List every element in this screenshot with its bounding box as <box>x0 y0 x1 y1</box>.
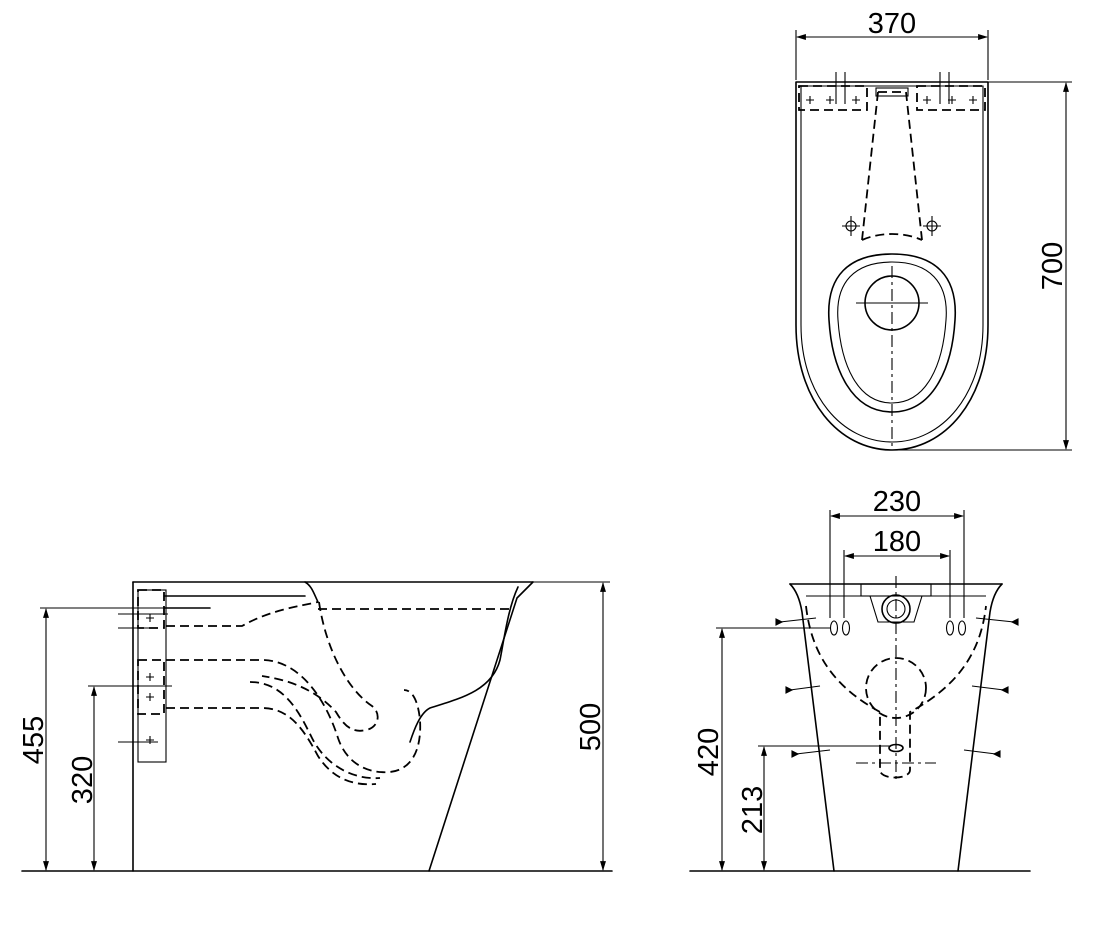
side-front-profile <box>428 581 534 872</box>
dim-230-label: 230 <box>873 486 921 518</box>
front-fixing-holes <box>829 620 967 636</box>
flush-channel <box>861 91 923 241</box>
dim-500-label: 500 <box>575 703 607 751</box>
side-bracket-plate <box>137 589 167 763</box>
flush-dashed <box>166 601 319 627</box>
dim-370-label: 370 <box>868 8 916 40</box>
side-bracket-bottom <box>137 659 165 715</box>
side-bracket-top <box>137 589 165 629</box>
front-drain-slot <box>888 743 904 753</box>
flush-inlet <box>875 87 909 97</box>
fixing-hole-right <box>923 216 941 236</box>
dim-213-label: 213 <box>737 786 769 834</box>
front-inlet-fitting <box>860 583 932 624</box>
bowl-dashed-inner <box>261 601 379 732</box>
trap-outer <box>166 659 422 774</box>
bowl-inner <box>837 261 947 404</box>
front-bowl-dashed <box>805 605 987 779</box>
front-view: 230 180 420 213 <box>689 486 1031 872</box>
dim-180-label: 180 <box>873 526 921 558</box>
flush-pipe-upper <box>163 595 306 609</box>
front-outline-right <box>957 583 1003 872</box>
trap-inner <box>166 707 377 786</box>
bracket-right <box>916 85 986 111</box>
dim-455-label: 455 <box>18 716 50 764</box>
dim-420-label: 420 <box>693 728 725 776</box>
dim-700-label: 700 <box>1037 242 1069 290</box>
side-rim-front <box>409 586 519 743</box>
top-view-rim-inner <box>800 85 984 443</box>
top-view: 370 700 <box>795 8 1072 451</box>
screw-marks-top <box>806 96 977 104</box>
front-outline-left <box>789 583 835 872</box>
side-view: 455 320 500 <box>18 581 613 872</box>
side-bolt-marks <box>118 613 168 744</box>
side-rim-curve <box>304 581 319 603</box>
bracket-left <box>798 85 868 111</box>
fixing-hole-left <box>842 216 860 236</box>
dim-320-label: 320 <box>67 756 99 804</box>
trap-mid <box>249 681 381 780</box>
front-screws <box>775 617 1019 758</box>
